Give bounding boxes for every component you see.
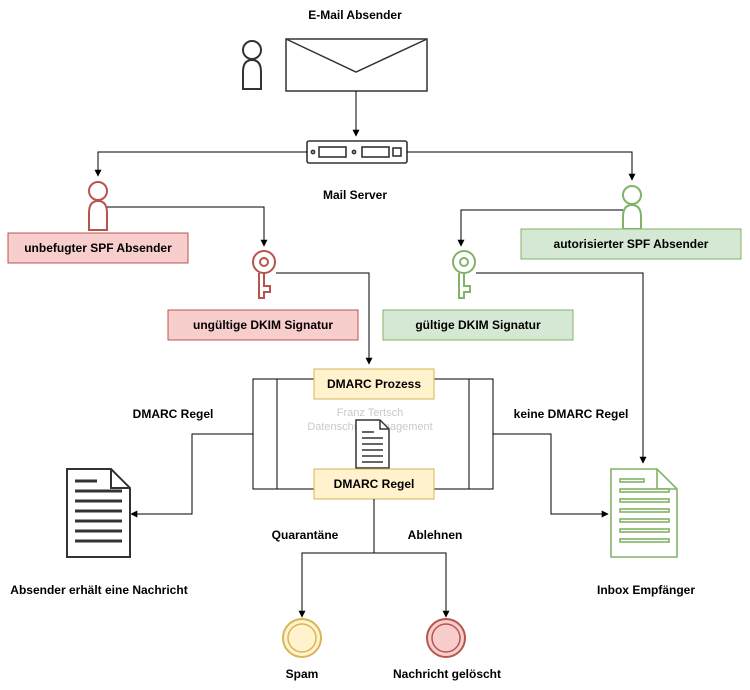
document-icon	[66, 468, 131, 558]
spam-end-state	[282, 618, 322, 658]
reject-edge-label: Ablehnen	[408, 528, 463, 542]
mail-server-label: Mail Server	[323, 188, 387, 202]
deleted-end-state	[426, 618, 466, 658]
user-icon	[88, 181, 108, 231]
edge-invalid-dkim-dmarc	[276, 272, 373, 365]
edge-authorized-valid-dkim	[457, 209, 623, 247]
document-icon	[355, 419, 390, 469]
edge-dmarc-inbox	[493, 433, 609, 518]
edge-unauthorized-invalid-dkim	[107, 206, 268, 247]
dmarc-rule-edge-label: DMARC Regel	[133, 407, 214, 421]
dmarc-process-box	[313, 368, 435, 400]
valid-dkim-label: gültige DKIM Signatur	[415, 318, 541, 332]
inbox-label: Inbox Empfänger	[597, 583, 695, 597]
key-icon	[252, 250, 276, 299]
diagram-title: E-Mail Absender	[308, 8, 402, 22]
quarantine-edge-label: Quarantäne	[272, 528, 339, 542]
no-dmarc-rule-edge-label: keine DMARC Regel	[514, 407, 629, 421]
authorized-spf-box	[520, 228, 742, 260]
user-icon	[242, 40, 262, 90]
invalid-dkim-label: ungültige DKIM Signatur	[193, 318, 333, 332]
watermark-line1: Franz Tertsch	[337, 407, 403, 419]
edge-rule-quarantine	[298, 552, 374, 618]
valid-dkim-box	[382, 309, 574, 341]
invalid-dkim-box	[167, 309, 359, 341]
deleted-label: Nachricht gelöscht	[393, 667, 501, 681]
document-icon	[610, 468, 678, 558]
edge-valid-dkim-inbox	[476, 272, 647, 464]
user-icon	[622, 185, 642, 230]
edge-server-unauthorized	[94, 151, 307, 177]
unauthorized-spf-box	[7, 232, 189, 264]
dmarc-rule-box	[313, 468, 435, 500]
server-icon	[306, 140, 408, 164]
edge-dmarc-sender	[130, 433, 253, 518]
authorized-spf-label: autorisierter SPF Absender	[554, 237, 709, 251]
key-icon	[452, 250, 476, 299]
unauthorized-spf-label: unbefugter SPF Absender	[24, 241, 172, 255]
dmarc-process-label: DMARC Prozess	[327, 377, 421, 391]
edge-server-authorized	[407, 151, 636, 181]
sender-notified-label: Absender erhält eine Nachricht	[10, 583, 187, 597]
edge-rule-reject	[374, 552, 450, 618]
envelope-icon	[285, 38, 428, 92]
spam-label: Spam	[286, 667, 319, 681]
dmarc-rule-box-label: DMARC Regel	[334, 477, 415, 491]
